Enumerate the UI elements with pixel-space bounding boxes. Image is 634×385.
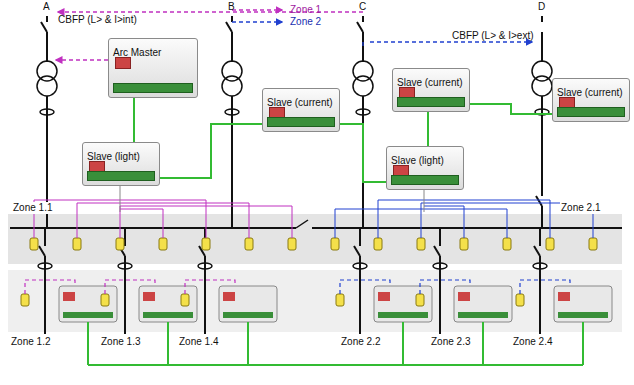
sensors-and-devices xyxy=(21,186,612,365)
legend-text: Zone 1 xyxy=(290,4,321,16)
terminal-strip xyxy=(113,83,193,93)
feeder-letter: A xyxy=(43,1,50,13)
terminal-strip xyxy=(391,175,459,185)
legend-text: Zone 2 xyxy=(290,16,321,28)
communication-link xyxy=(160,124,262,178)
feeder-letter: C xyxy=(359,1,366,13)
zone-label: Zone 2.4 xyxy=(512,336,553,348)
slave-unit: Slave (current) xyxy=(552,78,630,122)
zone-label: Zone 1.2 xyxy=(10,336,51,348)
unit-title: Slave (current) xyxy=(397,77,463,89)
cbfp-label: CBFP (L> & I>ext) xyxy=(452,30,534,42)
feeders xyxy=(10,16,622,228)
communication-link xyxy=(470,104,552,114)
zone-label: Zone 2.2 xyxy=(340,336,381,348)
terminal-strip xyxy=(397,97,465,107)
zone-label: Zone 2.3 xyxy=(430,336,471,348)
cbfp-label: CBFP (L> & I>int) xyxy=(58,14,137,26)
unit-title: Slave (light) xyxy=(391,155,444,167)
slave-unit: Slave (current) xyxy=(262,88,340,132)
unit-title: Slave (current) xyxy=(267,97,333,109)
slave-unit: Slave (light) xyxy=(386,146,464,190)
terminal-strip xyxy=(557,107,625,117)
unit-title: Slave (light) xyxy=(87,151,140,163)
slave-unit: Slave (current) xyxy=(392,68,470,112)
terminal-strip xyxy=(87,171,155,181)
zone-band xyxy=(8,214,622,264)
feeder-letter: B xyxy=(228,1,235,13)
zone-label: Zone 1.3 xyxy=(100,336,141,348)
zone-label: Zone 1.4 xyxy=(178,336,219,348)
zone-label: Zone 1.1 xyxy=(12,202,53,214)
feeder-letter: D xyxy=(538,1,545,13)
feeder-band xyxy=(8,270,622,332)
slave-unit: Slave (light) xyxy=(82,142,160,186)
zone2-trip-lines xyxy=(363,42,532,48)
arc-master-relay: Arc Master xyxy=(108,38,198,98)
unit-title: Arc Master xyxy=(113,47,161,59)
unit-title: Slave (current) xyxy=(557,87,623,99)
unit-display xyxy=(115,57,131,69)
communication-link xyxy=(427,112,429,146)
communication-link xyxy=(340,124,386,182)
zone-label: Zone 2.1 xyxy=(560,202,601,214)
terminal-strip xyxy=(267,117,335,127)
legend-zone2-sample xyxy=(232,21,282,22)
legend-zone1-sample xyxy=(232,9,282,10)
communication-link xyxy=(133,98,135,142)
zone1-trip-lines xyxy=(56,12,363,60)
